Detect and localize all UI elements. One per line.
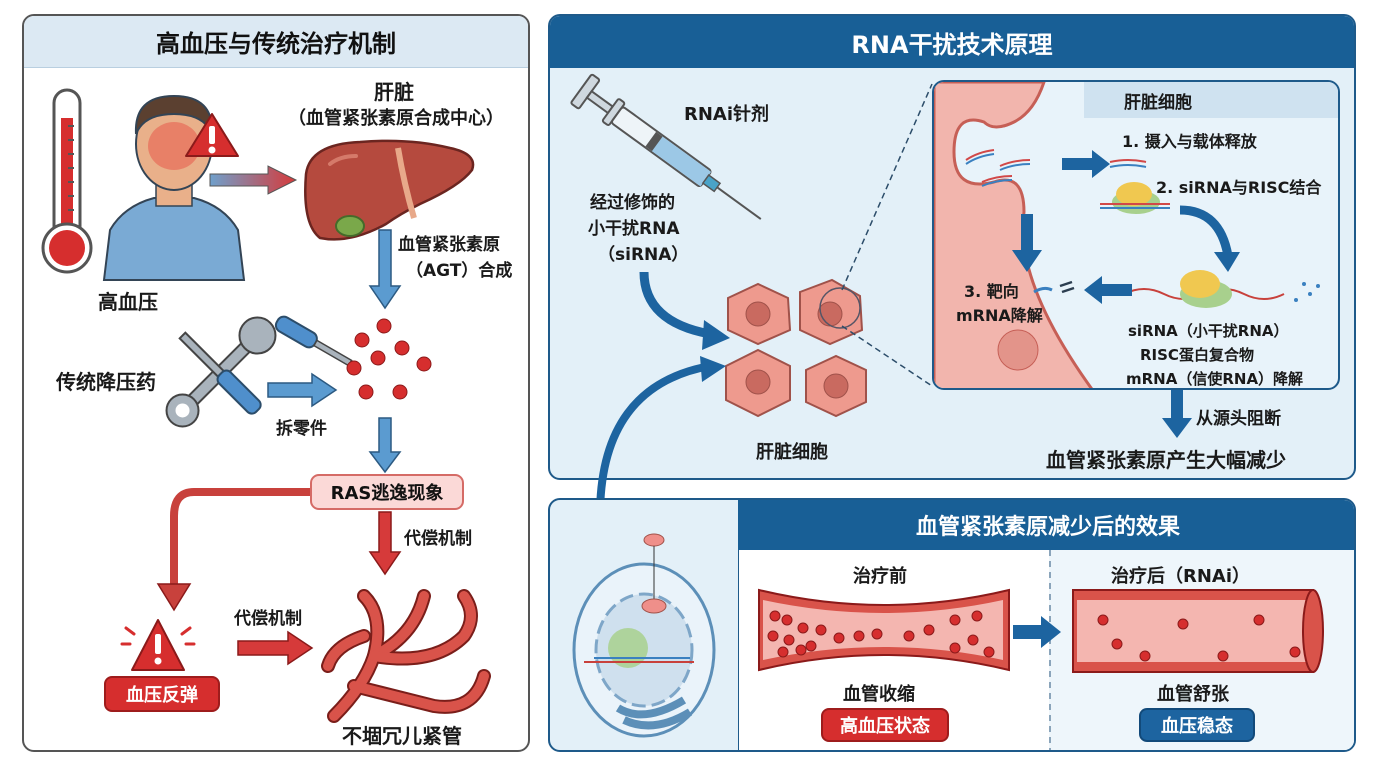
dismantle-label: 拆零件	[276, 419, 327, 439]
arrow-to-rebound	[156, 488, 310, 612]
zoom-guide-lines	[841, 83, 933, 387]
liver-subtitle: （血管紧张素原合成中心）	[288, 108, 504, 129]
arrow-down-ras	[368, 417, 402, 474]
tools-icon	[165, 316, 277, 428]
dilated-vessel	[1072, 589, 1324, 673]
effect-comparison: 治疗前 血管收缩 高血压状态 治疗后（RNAi）	[738, 550, 1354, 750]
syringe-icon	[570, 73, 762, 220]
arrow-down-step3	[1012, 214, 1042, 272]
cell-membrane	[934, 82, 1094, 388]
agt-label-line1: 血管紧张素原	[398, 235, 500, 255]
before-title: 治疗前	[853, 566, 907, 587]
risc-complex-icon	[1100, 182, 1170, 214]
legend-sirna: siRNA（小干扰RNA）	[1128, 322, 1289, 340]
traditional-drug-label: 传统降压药	[56, 370, 156, 394]
step3-label-line1: 3. 靶向	[964, 282, 1019, 301]
warning-icon	[185, 113, 239, 157]
effect-panel: 血管紧张素原减少后的效果 治疗前 血管收缩 高血压状态 治疗后（RNAi）	[548, 498, 1356, 752]
liver-cell-box-title: 肝脏细胞	[1084, 82, 1338, 118]
panel-title: RNA干扰技术原理	[550, 16, 1354, 68]
degraded-mrna	[1033, 280, 1075, 294]
compensation-label-bottom: 代偿机制	[234, 609, 302, 629]
divider-line	[1049, 550, 1051, 750]
sirna-label-line1: 经过修饰的	[590, 193, 675, 213]
step3-label-line2: mRNA降解	[956, 306, 1043, 325]
legend-mrna: mRNA（信使RNA）降解	[1126, 370, 1304, 388]
block-label: 从源头阻断	[1196, 409, 1281, 429]
arrow-to-liver	[209, 165, 298, 195]
compensation-label-top: 代偿机制	[404, 529, 472, 549]
step2-label: 2. siRNA与RISC结合	[1156, 178, 1322, 197]
hepatocyte-label: 肝脏细胞	[756, 442, 828, 463]
vessel-label: 不堌冗儿紧管	[342, 724, 462, 748]
arrow-before-to-after	[1013, 616, 1061, 648]
legend-risc: RISC蛋白复合物	[1140, 346, 1254, 364]
after-title: 治疗后（RNAi）	[1111, 566, 1251, 587]
vessel-network	[321, 589, 491, 723]
arrow-sirna-to-cells	[639, 271, 730, 350]
hypertension-state-badge: 高血压状态	[821, 708, 949, 742]
sirna-label-line2: 小干扰RNA	[588, 219, 680, 239]
step1-label: 1. 摄入与载体释放	[1122, 132, 1257, 151]
thermometer-icon	[41, 88, 93, 274]
arrow-step1	[1062, 150, 1110, 178]
arrow-step2	[1179, 205, 1240, 272]
sirna-strands	[965, 149, 1031, 187]
hypertension-label: 高血压	[98, 290, 158, 314]
after-state: 血管舒张	[1157, 684, 1229, 705]
hepatocyte-cluster	[725, 278, 867, 418]
arrow-down-agt	[368, 229, 402, 310]
rnai-injection-label: RNAi针剂	[684, 104, 770, 125]
arrow-to-vessels	[237, 630, 314, 666]
mrna-risc-binding	[1123, 270, 1320, 308]
liver-cell-detail: 肝脏细胞 1. 摄入与载体释放 2. siRNA与RISC结合	[932, 80, 1340, 390]
constricted-vessel	[758, 588, 1010, 672]
sirna-label-line3: （siRNA）	[598, 245, 689, 265]
released-sirna	[1109, 159, 1147, 168]
agt-molecules	[346, 318, 432, 400]
stable-bp-badge: 血压稳态	[1139, 708, 1255, 742]
cell-nucleus-diagram	[572, 533, 716, 738]
screwdriver-icon	[274, 315, 353, 367]
panel-title: 血管紧张素原减少后的效果	[738, 500, 1354, 550]
agt-label-line2: （AGT）合成	[406, 261, 513, 281]
liver-illustration	[304, 139, 475, 241]
arrow-step3	[1084, 276, 1132, 304]
result-label: 血管紧张素原产生大幅减少	[1046, 448, 1286, 472]
rebound-badge: 血压反弹	[104, 676, 220, 712]
panel-title: 高血压与传统治疗机制	[24, 16, 528, 68]
arrow-block	[1162, 390, 1192, 438]
rebound-warning-icon	[120, 619, 196, 671]
traditional-treatment-panel: 高血压与传统治疗机制 高血压 肝脏 （血管紧张素原合成中心）	[22, 14, 530, 752]
ras-escape-badge: RAS逃逸现象	[310, 474, 464, 510]
arrow-to-parts	[267, 372, 338, 408]
patient-figure	[102, 94, 246, 281]
before-state: 血管收缩	[843, 684, 915, 705]
liver-title: 肝脏	[374, 80, 414, 104]
rna-interference-panel: RNA干扰技术原理 RNAi针剂 经过修饰的 小干扰RNA （siRNA）	[548, 14, 1356, 480]
arrow-down-compensation	[368, 511, 402, 576]
